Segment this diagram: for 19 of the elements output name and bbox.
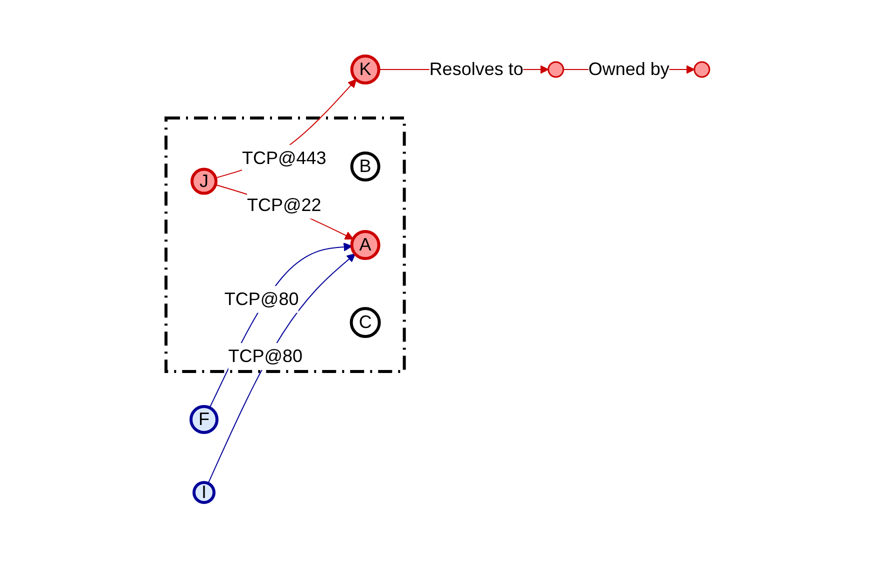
arrow	[214, 184, 354, 240]
arrow	[207, 253, 356, 484]
node-circle: I	[192, 481, 216, 504]
node-circle: C	[350, 307, 381, 338]
edge-label: TCP@80	[228, 346, 302, 366]
cluster	[164, 116, 406, 373]
edge-label: TCP@443	[242, 148, 326, 168]
node-circle: J	[190, 168, 218, 195]
node-circle: A	[350, 230, 380, 260]
edge-label: Resolves to	[429, 58, 524, 79]
node-circle: B	[350, 152, 380, 182]
edge-label: Owned by	[588, 58, 670, 79]
edge-label: TCP@22	[246, 194, 322, 215]
node-circle: K	[350, 54, 380, 84]
arrow	[214, 79, 356, 178]
node-circle	[693, 61, 710, 78]
node-circle: F	[189, 405, 218, 434]
node-circle	[547, 61, 564, 78]
edge-label: TCP@80	[224, 288, 299, 309]
